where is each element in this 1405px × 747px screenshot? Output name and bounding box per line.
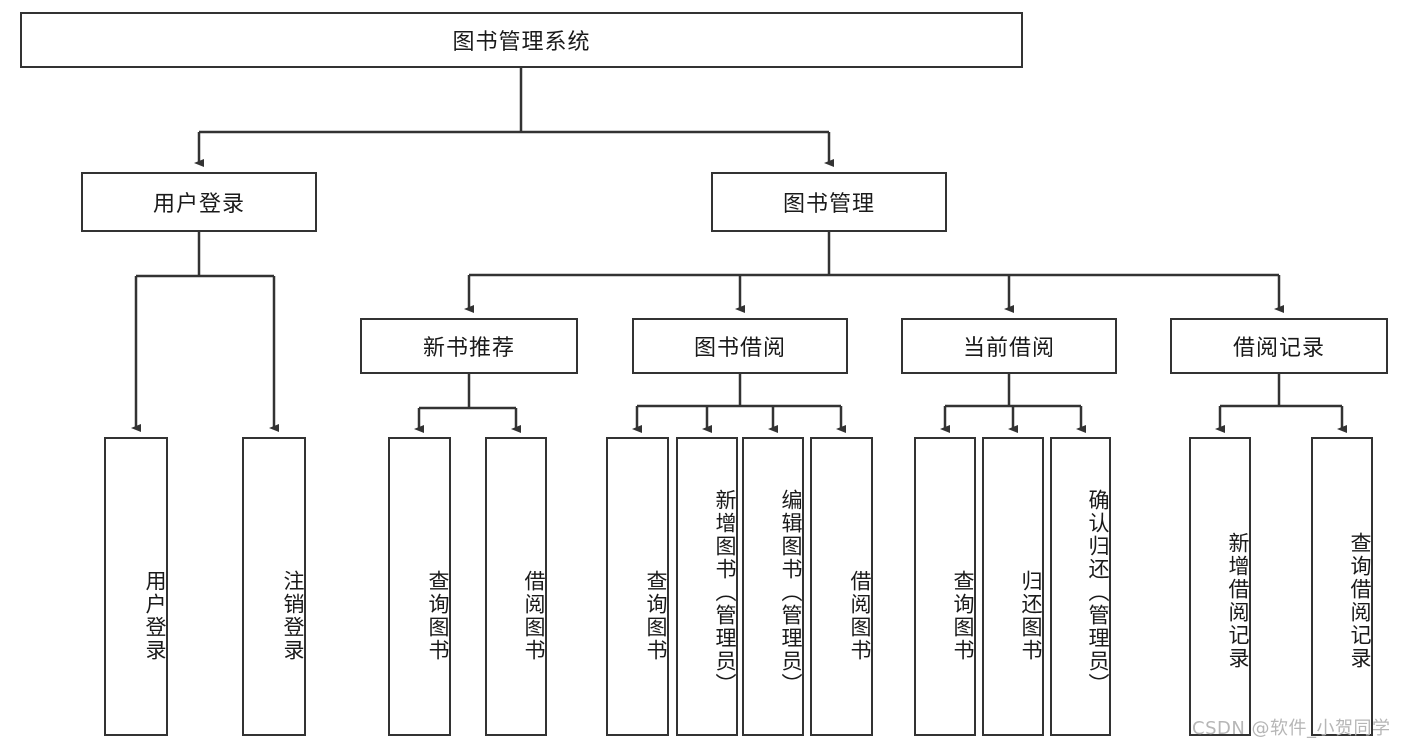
leaf-borrow-query-book[interactable]: 查询图书 bbox=[606, 437, 669, 736]
node-borrow-record[interactable]: 借阅记录 bbox=[1170, 318, 1388, 374]
node-book-borrow[interactable]: 图书借阅 bbox=[632, 318, 848, 374]
leaf-record-add-label: 新增借阅记录 bbox=[1226, 531, 1250, 670]
leaf-user-login[interactable]: 用户登录 bbox=[104, 437, 168, 736]
csdn-watermark: CSDN @软件_小贺同学 bbox=[1192, 718, 1391, 739]
leaf-recommend-query-book[interactable]: 查询图书 bbox=[388, 437, 451, 736]
node-book-borrow-label: 图书借阅 bbox=[693, 336, 786, 361]
leaf-user-logout[interactable]: 注销登录 bbox=[242, 437, 306, 736]
leaf-borrow-edit-book-label: 编辑图书（管理员） bbox=[779, 489, 803, 696]
leaf-current-query-book[interactable]: 查询图书 bbox=[914, 437, 976, 736]
leaf-borrow-add-book[interactable]: 新增图书（管理员） bbox=[676, 437, 738, 736]
leaf-current-confirm-return[interactable]: 确认归还（管理员） bbox=[1050, 437, 1111, 736]
node-current-borrow-label: 当前借阅 bbox=[962, 336, 1055, 361]
leaf-borrow-query-book-label: 查询图书 bbox=[644, 569, 668, 662]
leaf-current-query-book-label: 查询图书 bbox=[951, 569, 975, 662]
leaf-record-add[interactable]: 新增借阅记录 bbox=[1189, 437, 1251, 736]
leaf-current-return-book[interactable]: 归还图书 bbox=[982, 437, 1044, 736]
node-root-label: 图书管理系统 bbox=[452, 30, 591, 55]
leaf-borrow-lend-book-label: 借阅图书 bbox=[848, 569, 872, 662]
leaf-recommend-borrow-book-label: 借阅图书 bbox=[522, 569, 546, 662]
leaf-user-login-label: 用户登录 bbox=[143, 569, 167, 662]
leaf-borrow-lend-book[interactable]: 借阅图书 bbox=[810, 437, 873, 736]
leaf-record-query[interactable]: 查询借阅记录 bbox=[1311, 437, 1373, 736]
leaf-record-query-label: 查询借阅记录 bbox=[1348, 531, 1372, 670]
node-root[interactable]: 图书管理系统 bbox=[20, 12, 1023, 68]
node-new-book-recommend[interactable]: 新书推荐 bbox=[360, 318, 578, 374]
leaf-borrow-add-book-label: 新增图书（管理员） bbox=[713, 489, 737, 696]
leaf-recommend-query-book-label: 查询图书 bbox=[426, 569, 450, 662]
leaf-current-return-book-label: 归还图书 bbox=[1019, 569, 1043, 662]
leaf-recommend-borrow-book[interactable]: 借阅图书 bbox=[485, 437, 547, 736]
node-user-login-label: 用户登录 bbox=[152, 192, 245, 217]
leaf-current-confirm-return-label: 确认归还（管理员） bbox=[1086, 489, 1110, 696]
node-book-management[interactable]: 图书管理 bbox=[711, 172, 947, 232]
node-new-book-recommend-label: 新书推荐 bbox=[422, 336, 515, 361]
node-book-management-label: 图书管理 bbox=[782, 192, 875, 217]
node-current-borrow[interactable]: 当前借阅 bbox=[901, 318, 1117, 374]
node-borrow-record-label: 借阅记录 bbox=[1232, 336, 1325, 361]
leaf-borrow-edit-book[interactable]: 编辑图书（管理员） bbox=[742, 437, 804, 736]
node-user-login[interactable]: 用户登录 bbox=[81, 172, 317, 232]
leaf-user-logout-label: 注销登录 bbox=[281, 569, 305, 662]
